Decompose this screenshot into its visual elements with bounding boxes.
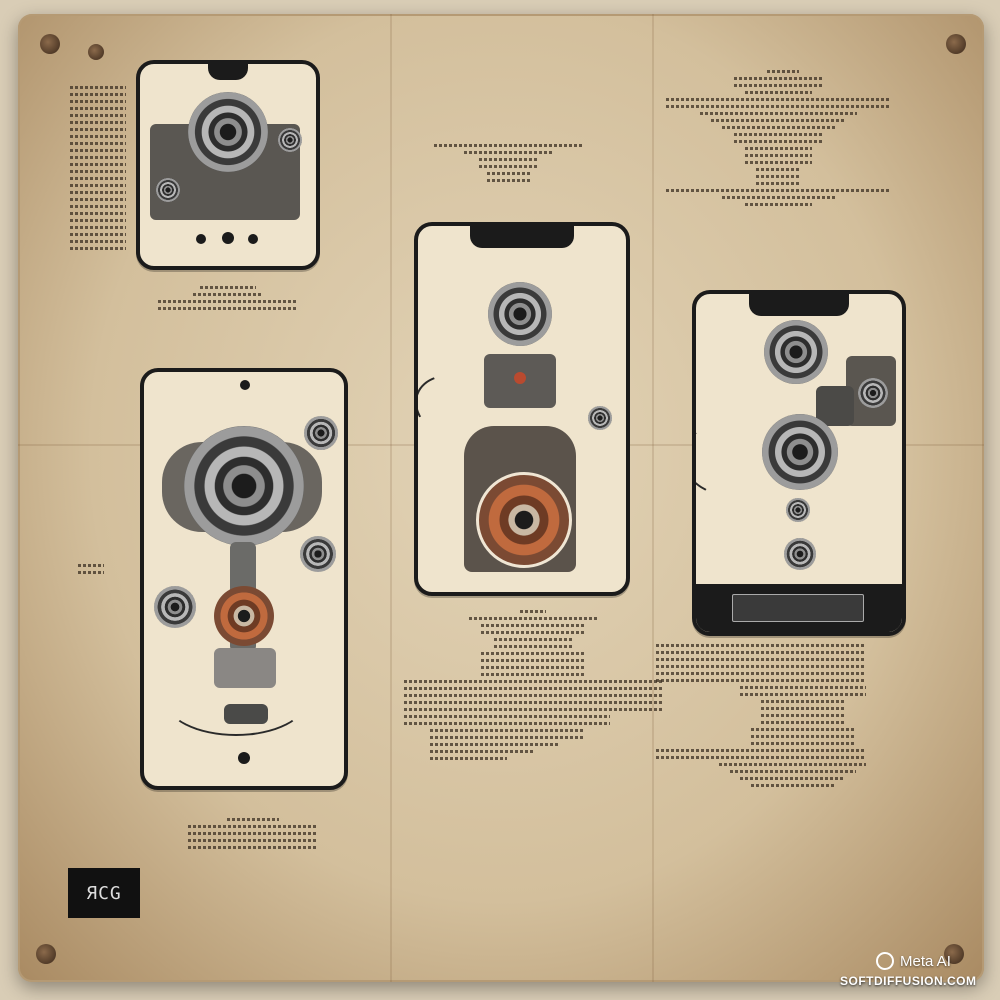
paper-crease [390, 14, 392, 982]
ring-icon [876, 952, 894, 970]
phone-notch [749, 294, 849, 316]
dot-icon [222, 232, 234, 244]
phone-mockup-right [692, 290, 906, 636]
camera-lens-icon [488, 282, 552, 346]
small-lens-icon [154, 586, 196, 628]
rivet-icon [88, 44, 104, 60]
right-column-text-block [666, 66, 891, 210]
dot-icon [196, 234, 206, 244]
small-lens-icon [858, 378, 888, 408]
stamp-icon: ЯCG [68, 868, 140, 918]
side-label-text [78, 560, 104, 578]
machine-part [816, 386, 854, 426]
main-lens-icon [476, 472, 572, 568]
front-camera-icon [240, 380, 250, 390]
small-lens-icon [300, 536, 336, 572]
small-lens-icon [156, 178, 180, 202]
rivet-icon [946, 34, 966, 54]
meta-ai-watermark: Meta AI [876, 952, 951, 970]
center-heading-text [434, 140, 584, 186]
camera-lens-icon [188, 92, 268, 172]
camera-lens-icon [184, 426, 304, 546]
rust-lens-icon [214, 586, 274, 646]
phone-mockup-center [414, 222, 630, 596]
rivet-icon [36, 944, 56, 964]
phone-notch [470, 226, 574, 248]
stamp-lettering: ЯCG [86, 882, 122, 904]
display-panel [732, 594, 864, 622]
camera-lens-icon [764, 320, 828, 384]
wire-line [164, 662, 308, 736]
site-watermark: SOFTDIFFUSION.COM [840, 974, 977, 988]
dot-icon [238, 752, 250, 764]
camera-lens-icon [762, 414, 838, 490]
small-lens-icon [784, 538, 816, 570]
bottom-left-text-block [188, 814, 318, 853]
small-lens-icon [588, 406, 612, 430]
dot-icon [248, 234, 258, 244]
red-indicator-icon [514, 372, 526, 384]
phone-notch [208, 64, 248, 80]
small-lens-icon [786, 498, 810, 522]
small-lens-icon [278, 128, 302, 152]
center-body-text-block [404, 606, 662, 764]
rivet-icon [944, 944, 964, 964]
machine-base [214, 648, 276, 688]
phone-mockup-bottom-left [140, 368, 348, 790]
left-column-text-block [70, 82, 126, 254]
small-lens-icon [304, 416, 338, 450]
machine-part [224, 704, 268, 724]
watermark-label: Meta AI [900, 952, 951, 970]
rivet-icon [40, 34, 60, 54]
right-body-text-block [656, 640, 866, 791]
paper-crease [652, 14, 654, 982]
caption-text-block [158, 282, 298, 314]
phone-mockup-top-left [136, 60, 320, 270]
